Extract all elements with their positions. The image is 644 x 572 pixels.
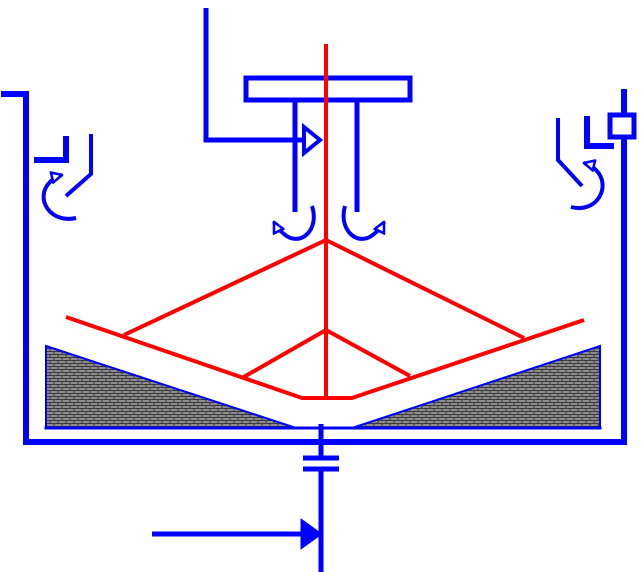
sediment-block-left <box>45 344 297 429</box>
overflow-weir-right <box>556 116 614 188</box>
bottom-outlet <box>152 424 339 572</box>
circulation-arrows-top <box>41 163 605 221</box>
sediment-blocks <box>45 344 601 429</box>
circulation-arrow <box>341 205 386 241</box>
flow-arrow <box>302 122 324 158</box>
rake-arm-lower <box>241 328 411 380</box>
stirrer <box>65 44 585 400</box>
circulation-arrow <box>272 205 316 241</box>
rake-arm-upper <box>123 238 525 340</box>
rake-arm-main <box>65 315 585 400</box>
circulation-arrow <box>41 175 77 221</box>
valve <box>607 112 637 140</box>
circulation-arrow <box>570 163 605 211</box>
inlet-pipe <box>203 8 324 158</box>
tank-wall <box>1 89 627 445</box>
overflow-weir-left <box>34 134 93 198</box>
flow-arrow <box>300 518 323 550</box>
